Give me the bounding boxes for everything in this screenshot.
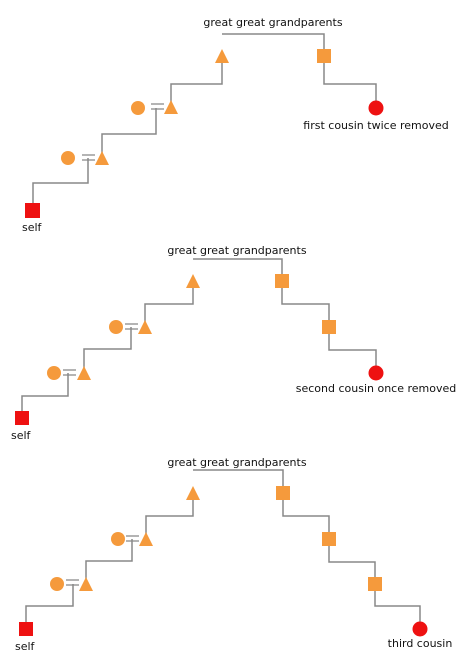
ancestor-female-circle — [50, 577, 64, 591]
connector-lines — [32, 33, 377, 208]
relative-marker — [368, 100, 384, 116]
diagram-1: great great grandparents self first cous… — [22, 16, 449, 234]
connector-lines — [25, 469, 421, 629]
self-marker — [15, 411, 29, 425]
self-marker — [25, 203, 40, 218]
relative-marker — [412, 621, 428, 637]
ancestor-female-circle — [47, 366, 61, 380]
marriage-symbol — [82, 103, 164, 161]
marriage-symbol — [63, 323, 138, 376]
ancestor-male-triangle — [186, 486, 200, 500]
ancestor-male-triangle — [79, 577, 93, 591]
marriage-symbol — [66, 535, 139, 586]
ancestor-female-circle — [109, 320, 123, 334]
ancestors-label: great great grandparents — [203, 16, 342, 29]
ancestor-male-triangle — [186, 274, 200, 288]
self-label: self — [22, 221, 43, 234]
relative-marker — [368, 365, 384, 381]
diagram-2: great great grandparents self second cou… — [11, 244, 456, 442]
diagram-3: great great grandparents self third cous… — [15, 456, 452, 653]
self-marker — [19, 622, 33, 636]
descendant-square — [322, 320, 336, 334]
descendant-square — [322, 532, 336, 546]
connector-lines — [21, 258, 377, 418]
ancestor-female-circle — [111, 532, 125, 546]
ancestor-female-square — [276, 486, 290, 500]
ancestor-female-square — [317, 49, 331, 63]
relative-label: third cousin — [388, 637, 453, 650]
ancestor-male-triangle — [215, 49, 229, 63]
ancestor-male-triangle — [139, 532, 153, 546]
ancestors-label: great great grandparents — [167, 456, 306, 469]
ancestor-female-square — [275, 274, 289, 288]
ancestor-male-triangle — [77, 366, 91, 380]
ancestor-female-circle — [61, 151, 75, 165]
ancestors-label: great great grandparents — [167, 244, 306, 257]
self-label: self — [11, 429, 32, 442]
ancestor-female-circle — [131, 101, 145, 115]
ancestor-male-triangle — [95, 151, 109, 165]
descendant-square — [368, 577, 382, 591]
relative-label: first cousin twice removed — [303, 119, 448, 132]
self-label: self — [15, 640, 36, 653]
ancestor-male-triangle — [138, 320, 152, 334]
relative-label: second cousin once removed — [296, 382, 457, 395]
ancestor-male-triangle — [164, 100, 178, 114]
